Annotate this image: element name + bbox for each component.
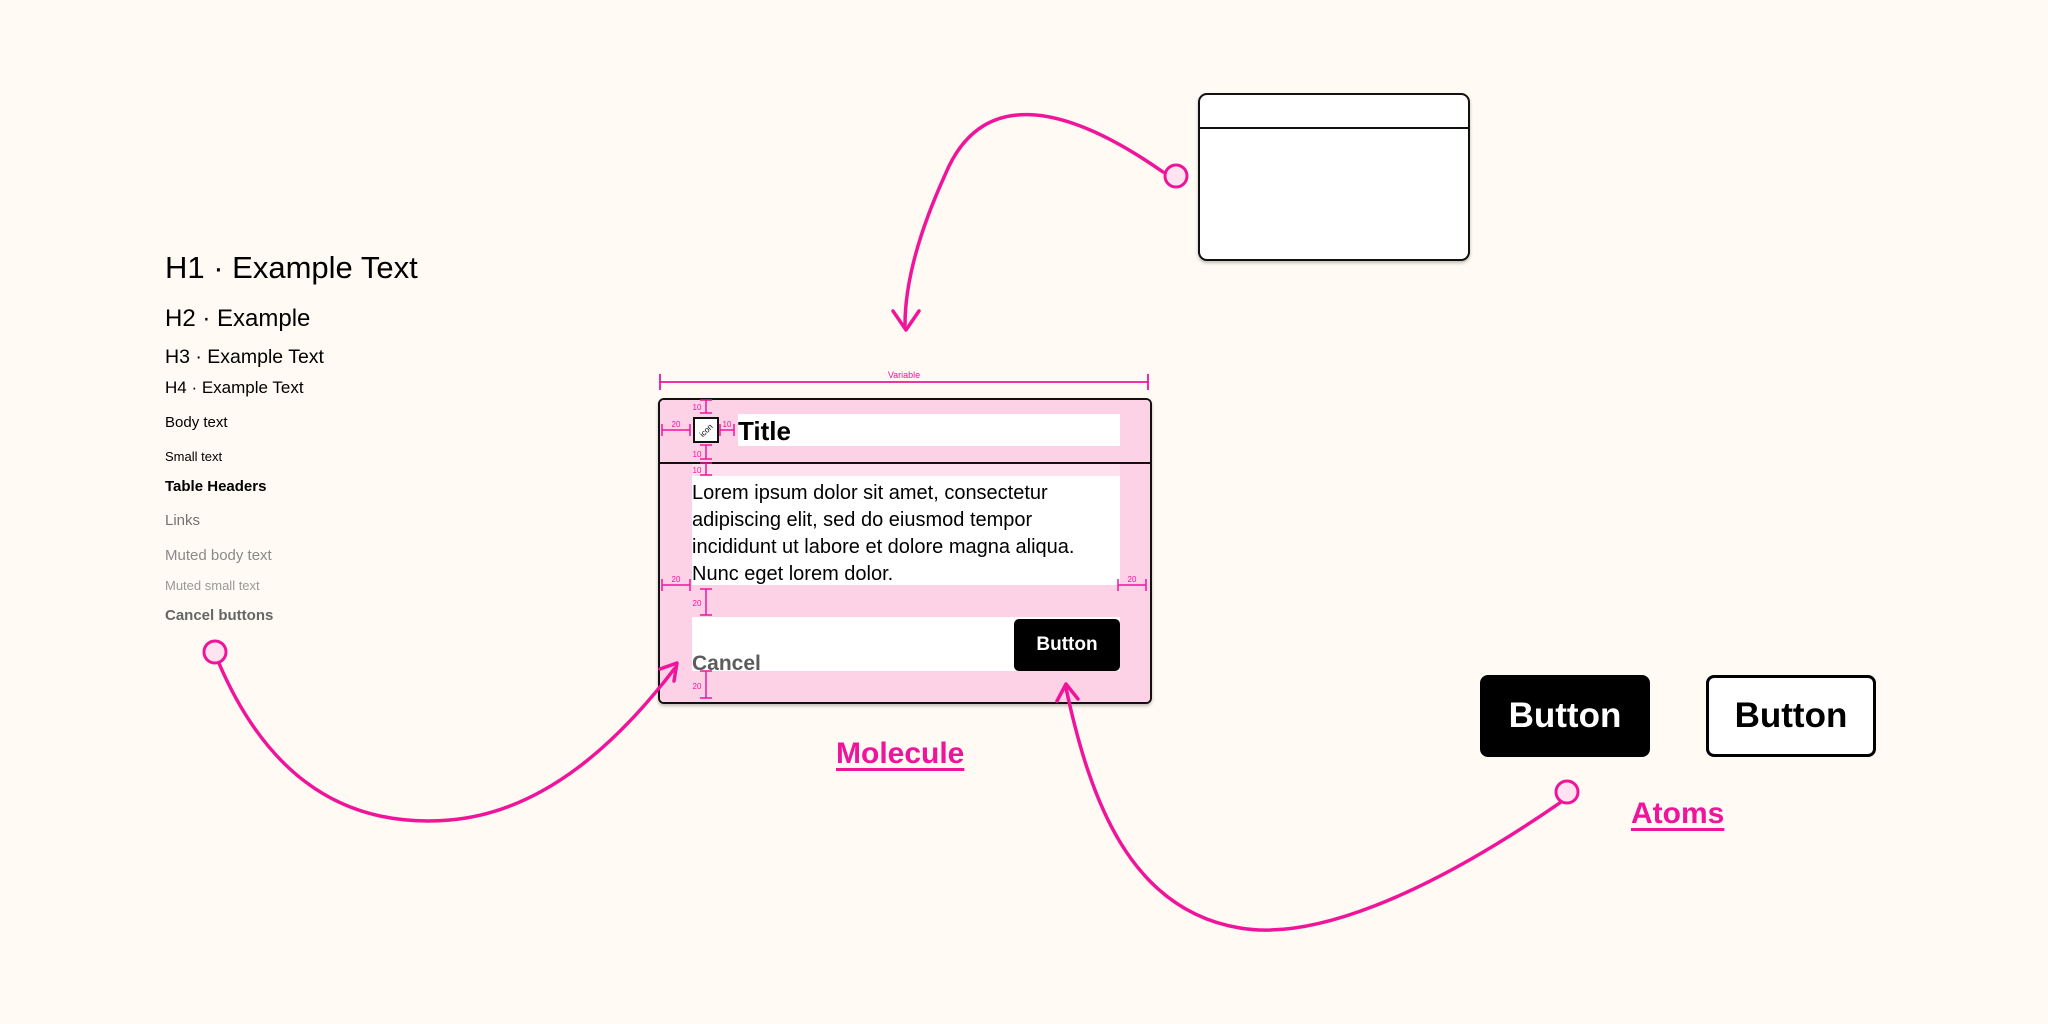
connector-dot-atoms: [1554, 779, 1580, 805]
card-outline: [1198, 93, 1470, 261]
h2-sample: H2 · Example: [165, 305, 311, 332]
arrow-card-to-molecule: [903, 112, 1165, 327]
header-bottom-band: [660, 446, 1150, 462]
small-text-sample: Small text: [165, 449, 223, 464]
h1-sample: H1 · Example Text: [165, 250, 418, 285]
body-area: [692, 476, 1120, 585]
arrowhead-top-icon: [891, 309, 921, 332]
width-dimension-label: Variable: [888, 370, 920, 380]
molecule-title: Title: [738, 416, 791, 446]
molecule-body-text: Lorem ipsum dolor sit amet, consectetur …: [692, 482, 1075, 585]
arrow-typography-to-molecule: [216, 659, 677, 823]
molecule-card: icon Title Lorem ipsum dolor sit amet, c…: [658, 398, 1152, 704]
icon-placeholder-label: icon: [697, 421, 715, 439]
header-top-band: [660, 400, 1150, 414]
cancel-button[interactable]: Cancel: [692, 652, 761, 675]
links-sample[interactable]: Links: [165, 512, 201, 529]
h3-sample: H3 · Example Text: [165, 346, 324, 368]
atom-primary-button[interactable]: Button: [1480, 675, 1650, 757]
muted-body-sample: Muted body text: [165, 547, 272, 564]
muted-small-sample: Muted small text: [165, 578, 260, 593]
table-headers-sample: Table Headers: [165, 478, 267, 495]
title-area: [738, 414, 1120, 446]
cancel-buttons-sample: Cancel buttons: [165, 607, 274, 624]
connector-dot-card: [1163, 163, 1189, 189]
body-text-sample: Body text: [165, 414, 228, 431]
typography-specimen: H1 · Example Text H2 · Example H3 · Exam…: [165, 0, 525, 660]
card-outline-header: [1200, 95, 1468, 129]
molecule-caption: Molecule: [836, 737, 965, 770]
body-bottom-band: [660, 585, 1150, 617]
header-divider: [660, 462, 1150, 464]
atoms-caption: Atoms: [1631, 797, 1725, 830]
atom-secondary-button[interactable]: Button: [1706, 675, 1876, 757]
primary-button[interactable]: Button: [1014, 619, 1120, 671]
icon-placeholder: icon: [693, 417, 719, 443]
h4-sample: H4 · Example Text: [165, 378, 304, 397]
